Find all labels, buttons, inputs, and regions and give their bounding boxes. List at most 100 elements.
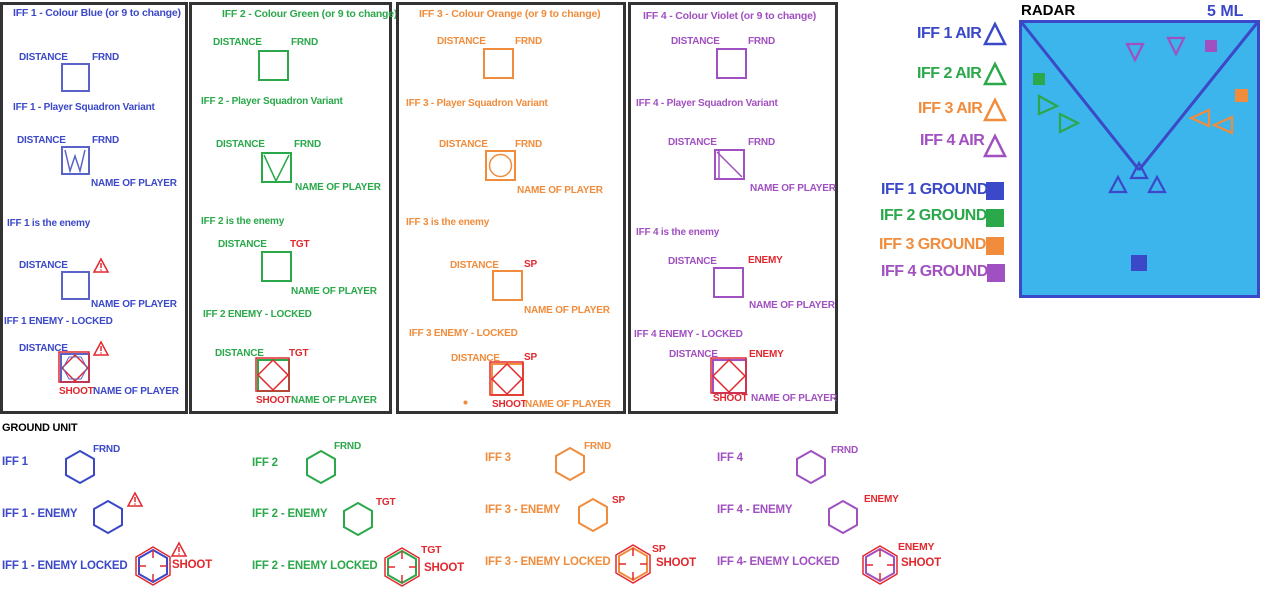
iff3-title: IFF 3 - Colour Orange (or 9 to change) [419,8,601,20]
friendly-air-square [483,48,514,79]
legend-iff3-air: IFF 3 AIR [918,100,983,117]
distance-label: DISTANCE [19,260,68,271]
enemy-tag: SP [652,543,666,555]
locked-label: IFF 4 ENEMY - LOCKED [634,329,743,340]
distance-label: DISTANCE [669,349,718,360]
ground-enemy-label: IFF 2 - ENEMY [252,508,328,520]
frnd-label: FRND [294,139,321,150]
frnd-label: FRND [831,445,858,456]
friendly-air-square [716,48,747,79]
locked-air-square [58,351,90,383]
small-dot [463,400,468,405]
shoot-label: SHOOT [492,399,527,410]
distance-label: DISTANCE [213,37,262,48]
locked-label: IFF 1 ENEMY - LOCKED [4,316,113,327]
player-name-label: NAME OF PLAYER [91,178,177,189]
triangle-icon [982,133,1008,158]
enemy-tag: SP [612,495,625,506]
distance-label: DISTANCE [216,139,265,150]
legend-iff2-air: IFF 2 AIR [917,65,982,82]
enemy-label: IFF 4 is the enemy [636,227,720,238]
enemy-air-square [713,267,744,298]
iff1-panel [0,2,188,414]
legend-iff1-air: IFF 1 AIR [917,25,982,42]
shoot-label: SHOOT [901,557,941,569]
enemy-label: IFF 2 is the enemy [201,216,285,227]
player-name-label: NAME OF PLAYER [750,183,836,194]
radar-title: RADAR [1021,2,1076,19]
ground-iff-label: IFF 2 [252,457,278,469]
player-name-label: NAME OF PLAYER [291,395,377,406]
ground-hexagon-enemy [93,500,123,534]
ground-hexagon-friendly [306,450,336,484]
ground-hexagon-friendly [796,450,826,484]
player-name-label: NAME OF PLAYER [291,286,377,297]
triangle-icon [982,97,1008,122]
legend-iff2-ground: IFF 2 GROUND [880,207,987,224]
player-name-label: NAME OF PLAYER [93,386,179,397]
square-icon [986,209,1004,227]
enemy-tag: ENEMY [748,255,783,266]
enemy-tag: TGT [376,497,396,508]
ground-hexagon-enemy [343,502,373,536]
radar-screen [1019,20,1260,298]
frnd-label: FRND [334,441,361,452]
frnd-label: FRND [92,135,119,146]
ground-locked-label: IFF 4- ENEMY LOCKED [717,556,840,568]
enemy-tag: ENEMY [864,494,899,505]
enemy-air-square [61,271,90,300]
legend-iff1-ground: IFF 1 GROUND [881,181,988,198]
ground-locked-label: IFF 1 - ENEMY LOCKED [2,560,128,572]
iff2-title: IFF 2 - Colour Green (or 9 to change) [222,8,398,20]
frnd-label: FRND [515,139,542,150]
player-name-label: NAME OF PLAYER [525,399,611,410]
warning-icon [127,492,143,507]
legend-iff3-ground: IFF 3 GROUND [879,236,986,253]
frnd-label: FRND [584,441,611,452]
distance-label: DISTANCE [439,139,488,150]
distance-label: DISTANCE [17,135,66,146]
distance-label: DISTANCE [668,137,717,148]
square-icon [986,237,1004,255]
squadron-air-square [261,152,292,183]
enemy-label: IFF 3 is the enemy [406,217,490,228]
radar-range: 5 ML [1207,3,1244,20]
player-name-label: NAME OF PLAYER [751,393,837,404]
squadron-air-square [714,149,745,180]
ground-hexagon-friendly [65,450,95,484]
shoot-label: SHOOT [256,395,291,406]
friendly-air-square [258,50,289,81]
triangle-icon [982,61,1008,86]
squadron-label: IFF 3 - Player Squadron Variant [406,98,548,109]
player-name-label: NAME OF PLAYER [749,300,835,311]
iff1-title: IFF 1 - Colour Blue (or 9 to change) [13,7,181,19]
enemy-tag: TGT [421,544,442,556]
locked-air-square [489,361,524,396]
enemy-label: IFF 1 is the enemy [7,218,91,229]
ground-enemy-label: IFF 4 - ENEMY [717,504,793,516]
iff3-panel [396,2,626,414]
square-icon [987,264,1005,282]
locked-air-square [710,357,747,394]
ground-iff-label: IFF 4 [717,452,743,464]
iff4-panel [628,2,838,414]
enemy-tag: ENEMY [749,349,784,360]
legend-iff4-ground: IFF 4 GROUND [881,263,988,280]
frnd-label: FRND [93,444,120,455]
locked-label: IFF 3 ENEMY - LOCKED [409,328,518,339]
distance-label: DISTANCE [450,260,499,271]
distance-label: DISTANCE [19,343,68,354]
player-name-label: NAME OF PLAYER [524,305,610,316]
distance-label: DISTANCE [668,256,717,267]
enemy-tag: SP [524,259,537,270]
enemy-tag: TGT [289,348,309,359]
shoot-label: SHOOT [172,559,212,571]
frnd-label: FRND [748,36,775,47]
square-icon [986,182,1004,200]
distance-label: DISTANCE [437,36,486,47]
distance-label: DISTANCE [19,52,68,63]
ground-hexagon-locked [135,546,171,586]
frnd-label: FRND [515,36,542,47]
shoot-label: SHOOT [59,386,94,397]
enemy-tag: ENEMY [898,541,935,553]
